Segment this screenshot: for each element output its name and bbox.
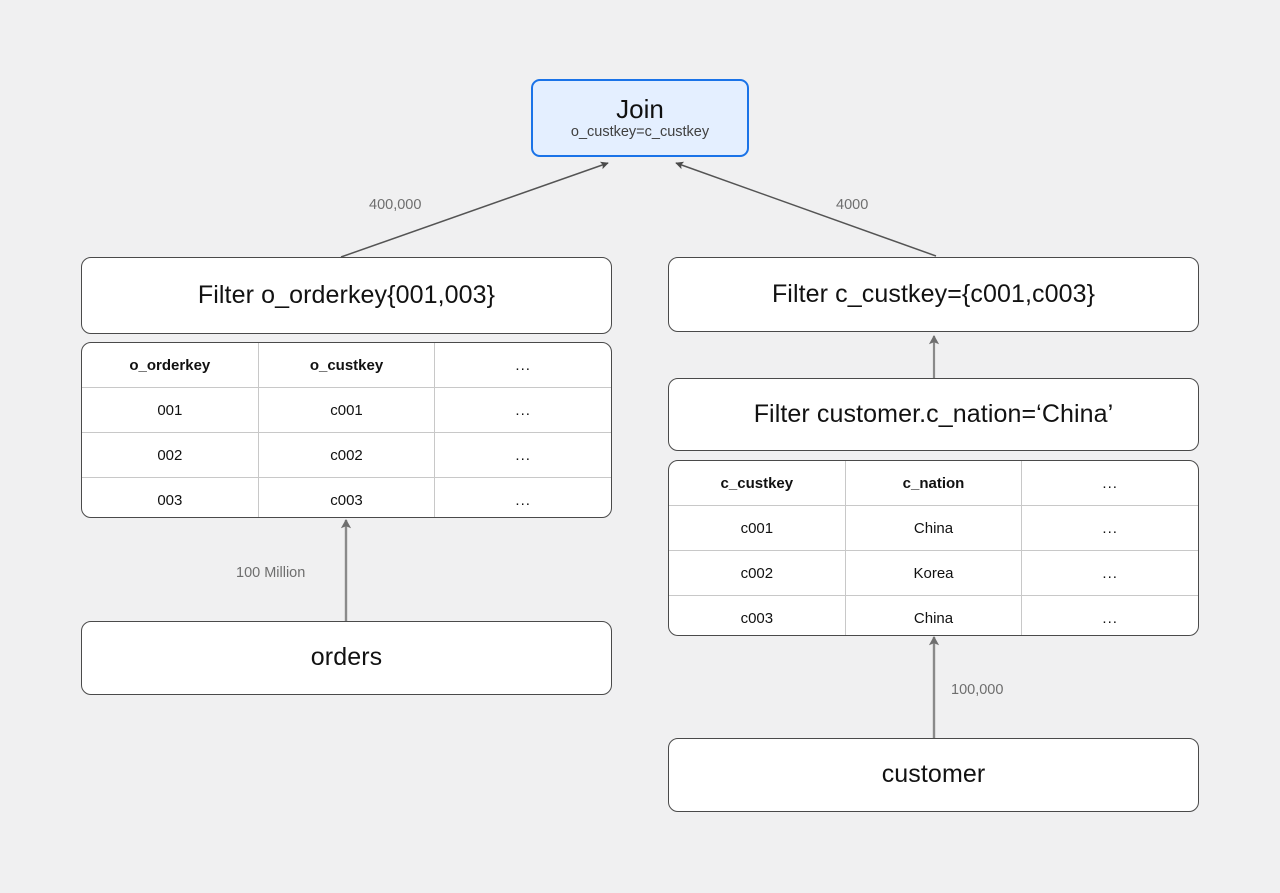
table-cell: c002 (259, 433, 436, 477)
table-orders: o_orderkey o_custkey ... 001 c001 ... 00… (81, 342, 612, 518)
column-header: o_custkey (259, 343, 436, 387)
edge-customer-filter-to-join (675, 161, 937, 257)
edge-label-customer-to-join: 4000 (836, 197, 869, 213)
table-cell: ... (1102, 609, 1118, 627)
join-condition: o_custkey=c_custkey (570, 124, 710, 141)
table-cell: ... (1102, 564, 1118, 582)
table-cell: ... (515, 446, 531, 464)
node-filter-custkey[interactable]: Filter c_custkey={c001,c003} (668, 257, 1199, 332)
column-header: ... (1102, 474, 1118, 492)
table-cell: c003 (259, 478, 436, 517)
table-row: c003 China ... (669, 596, 1198, 635)
column-header: o_orderkey (82, 343, 259, 387)
column-header: c_custkey (669, 461, 846, 505)
table-cell: 001 (82, 388, 259, 432)
table-cell: c002 (669, 551, 846, 595)
node-orders-source[interactable]: orders (81, 621, 612, 695)
table-cell: ... (1102, 519, 1118, 537)
table-cell: Korea (846, 551, 1023, 595)
edge-label-orders-to-join: 400,000 (369, 197, 422, 213)
customer-source-label: customer (881, 760, 986, 789)
node-filter-nation[interactable]: Filter customer.c_nation=‘China’ (668, 378, 1199, 451)
table-row: 002 c002 ... (82, 433, 611, 478)
join-title: Join (616, 93, 664, 124)
table-row: c_custkey c_nation ... (669, 461, 1198, 506)
table-row: c001 China ... (669, 506, 1198, 551)
table-cell: ... (515, 401, 531, 419)
node-join[interactable]: Join o_custkey=c_custkey (531, 79, 749, 157)
column-header: ... (515, 356, 531, 374)
filter-nation-label: Filter customer.c_nation=‘China’ (753, 399, 1114, 428)
column-header: c_nation (846, 461, 1023, 505)
table-cell: c001 (669, 506, 846, 550)
table-cell: c003 (669, 596, 846, 635)
table-cell: c001 (259, 388, 436, 432)
filter-orderkey-label: Filter o_orderkey{001,003} (197, 280, 496, 309)
table-cell: 003 (82, 478, 259, 517)
table-cell: 002 (82, 433, 259, 477)
table-row: o_orderkey o_custkey ... (82, 343, 611, 388)
orders-source-label: orders (310, 643, 383, 672)
table-customer: c_custkey c_nation ... c001 China ... c0… (668, 460, 1199, 636)
table-cell: China (846, 506, 1023, 550)
node-filter-orderkey[interactable]: Filter o_orderkey{001,003} (81, 257, 612, 334)
table-row: c002 Korea ... (669, 551, 1198, 596)
table-row: 003 c003 ... (82, 478, 611, 517)
node-customer-source[interactable]: customer (668, 738, 1199, 812)
table-cell: China (846, 596, 1023, 635)
filter-custkey-label: Filter c_custkey={c001,c003} (771, 279, 1096, 308)
table-cell: ... (515, 491, 531, 509)
table-row: 001 c001 ... (82, 388, 611, 433)
edge-label-orders-scan: 100 Million (236, 565, 306, 581)
edge-label-customer-scan: 100,000 (951, 682, 1004, 698)
